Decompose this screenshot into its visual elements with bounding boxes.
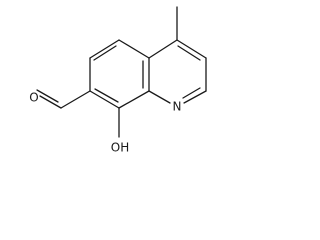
- bond-c7-c8: [89, 90, 120, 109]
- aldehyde-oxygen-label: O: [29, 91, 38, 105]
- bond-cho-o-inner: [36, 89, 59, 103]
- bond-c4-c3-inner: [177, 45, 201, 61]
- bond-c8-c8a: [118, 90, 150, 109]
- bond-c4-c3: [176, 39, 207, 59]
- pyridine-ring: [148, 39, 207, 104]
- bond-n1-c8a: [148, 90, 171, 104]
- structure-diagram: O N OH: [29, 6, 207, 155]
- bond-c7-cho: [60, 90, 91, 109]
- ring-nitrogen-label: N: [173, 100, 182, 114]
- aldehyde-group: [36, 89, 91, 109]
- benzo-ring: [89, 39, 150, 109]
- bond-c4a-c5: [118, 39, 150, 59]
- bond-c4a-c4: [148, 39, 178, 59]
- bond-c2-n1: [183, 90, 207, 104]
- bond-c5-c6: [89, 39, 120, 59]
- bond-c5-c6-inner: [93, 45, 117, 61]
- bond-c7-c8-inner: [94, 88, 119, 103]
- bond-c2-n1-inner: [182, 87, 201, 99]
- hydroxyl-label: OH: [111, 141, 129, 155]
- bond-cho-o: [39, 95, 62, 109]
